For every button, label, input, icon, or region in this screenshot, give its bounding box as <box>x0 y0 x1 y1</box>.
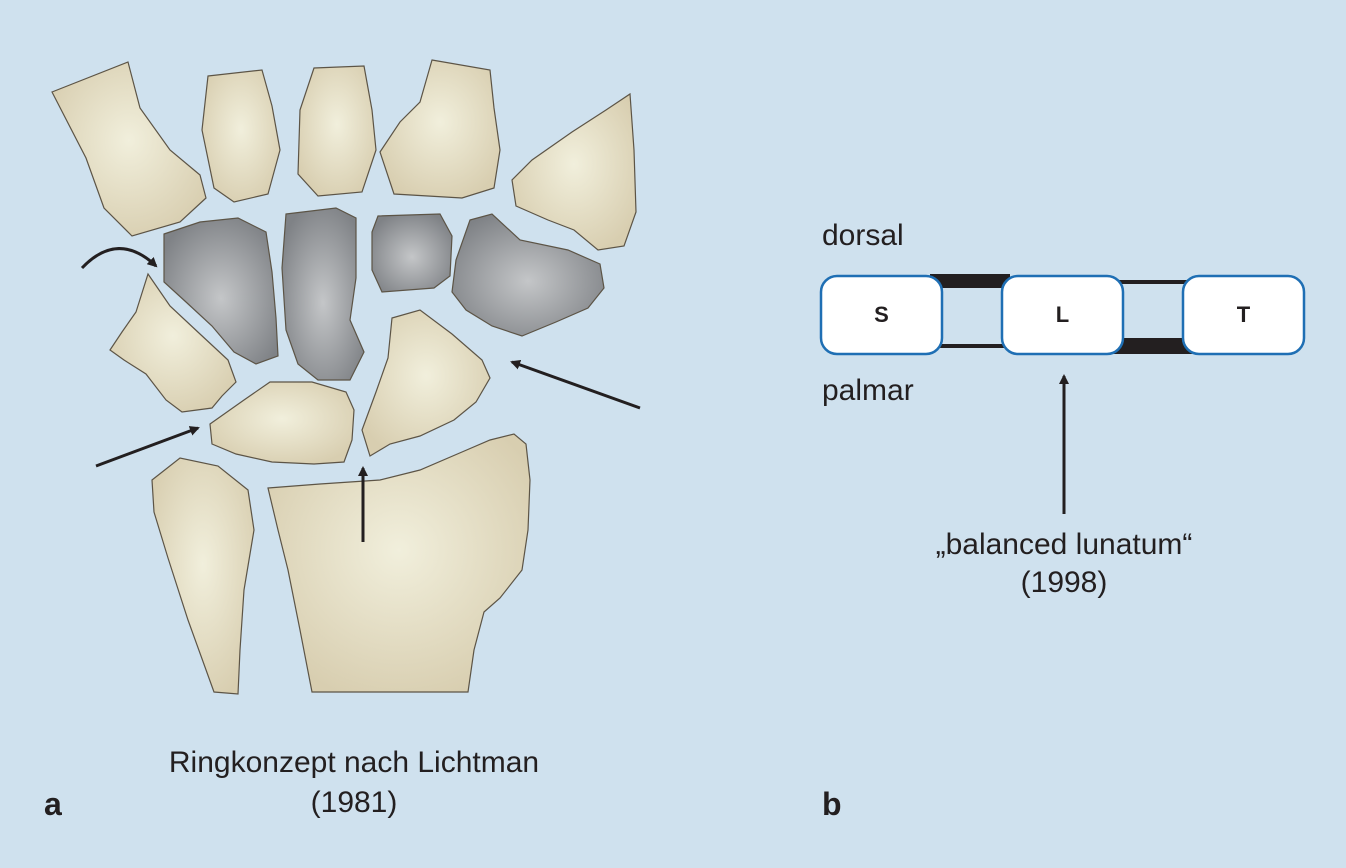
triquetrum-label: T <box>1236 302 1251 327</box>
panel-label-b: b <box>822 786 842 822</box>
arrow-ulnar <box>510 360 641 410</box>
palmar-label: palmar <box>822 374 914 407</box>
trapezoid-bone <box>281 207 365 381</box>
metacarpal-4 <box>379 59 501 199</box>
metacarpal-2 <box>201 69 281 203</box>
palmar-ligament-sl <box>930 344 1010 348</box>
arrow-radial <box>95 426 200 468</box>
hamate-bone <box>451 213 605 337</box>
lunate-label: L <box>1055 302 1070 327</box>
annotation-line1: „balanced lunatum“ <box>935 528 1193 561</box>
lunate-box <box>1000 274 1125 356</box>
palmar-ligament-lt <box>1112 338 1192 354</box>
annotation-line2: (1998) <box>1020 566 1108 599</box>
metacarpal-5 <box>511 92 637 251</box>
dorsal-label: dorsal <box>822 219 904 252</box>
metacarpal-1 <box>51 61 207 237</box>
dorsal-ligament-sl <box>930 274 1010 288</box>
ligament-schematic <box>819 274 1306 514</box>
metacarpal-3 <box>297 65 377 197</box>
scaphoid-box <box>819 274 944 356</box>
ulna-bone <box>151 457 255 695</box>
capitate-bone <box>371 213 453 293</box>
dorsal-ligament-lt <box>1112 280 1192 284</box>
caption-line2: (1981) <box>310 786 398 819</box>
curved-arrow <box>80 247 158 270</box>
panel-label-a: a <box>44 786 62 822</box>
radius-bone <box>267 433 531 693</box>
scaphoid-label: S <box>874 302 889 327</box>
trapezium-bone <box>163 217 279 365</box>
triquetrum-box <box>1181 274 1306 356</box>
triquetrum-bone <box>361 309 491 457</box>
scaphoid-bone <box>109 272 237 413</box>
lunate-bone <box>209 381 355 465</box>
wrist-illustration <box>51 59 637 695</box>
caption-line1: Ringkonzept nach Lichtman <box>168 746 540 779</box>
